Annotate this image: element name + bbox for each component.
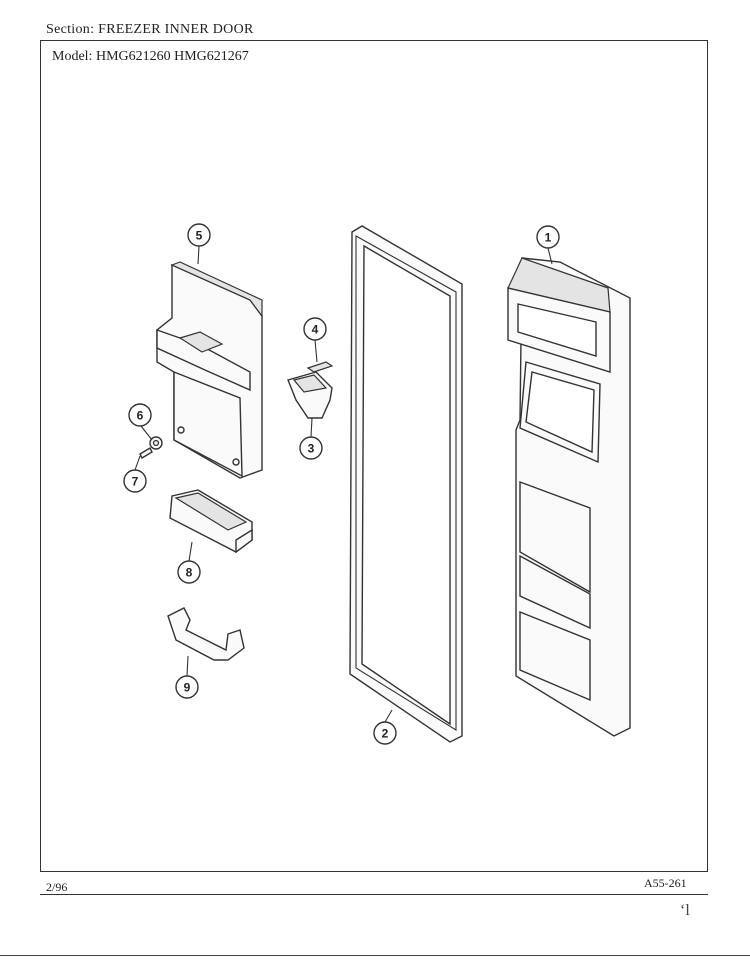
part-4-pad: [306, 361, 334, 373]
leader-6: [140, 425, 153, 441]
section-value: FREEZER INNER DOOR: [98, 22, 254, 37]
model-header: Model: HMG621260 HMG621267: [52, 49, 249, 65]
leader-1: [547, 247, 553, 265]
callout-6-label: 6: [137, 409, 144, 423]
leader-3: [310, 417, 313, 438]
leader-9: [186, 655, 189, 677]
callout-7-label: 7: [132, 475, 139, 489]
part-3-chute: [287, 371, 333, 419]
section-label: Section:: [46, 22, 95, 37]
footer-rule: [40, 894, 708, 895]
callout-9: 9: [175, 675, 199, 699]
part-1-liner: [507, 257, 631, 737]
part-7-screw: [139, 447, 153, 459]
part-2-gasket: [349, 225, 463, 743]
part-5-housing: [156, 261, 263, 479]
leader-4: [314, 339, 318, 363]
part-9-handle: [167, 607, 245, 661]
leader-7: [134, 455, 141, 471]
diagram-frame: [40, 40, 708, 872]
callout-4: 4: [303, 317, 327, 341]
leader-2: [384, 709, 393, 723]
section-header: Section: FREEZER INNER DOOR: [46, 22, 254, 38]
callout-9-label: 9: [184, 681, 191, 695]
callout-8: 8: [177, 560, 201, 584]
footer-date: 2/96: [46, 880, 68, 894]
model-value: HMG621260 HMG621267: [95, 49, 249, 64]
callout-2: 2: [373, 721, 397, 745]
callout-3: 3: [299, 436, 323, 460]
callout-5: 5: [187, 223, 211, 247]
callout-3-label: 3: [308, 442, 315, 456]
bottom-rule: [0, 955, 750, 956]
callout-2-label: 2: [382, 727, 389, 741]
footer-code: A55-261: [644, 876, 687, 890]
part-6-nut: [149, 436, 163, 450]
callout-1: 1: [536, 225, 560, 249]
leader-8: [188, 541, 193, 562]
leader-5: [197, 245, 200, 265]
callout-7: 7: [123, 469, 147, 493]
callout-4-label: 4: [312, 323, 319, 337]
callout-6: 6: [128, 403, 152, 427]
callout-1-label: 1: [545, 231, 552, 245]
callout-5-label: 5: [196, 229, 203, 243]
handwritten-mark: ‘l: [680, 902, 690, 919]
callout-8-label: 8: [186, 566, 193, 580]
model-label: Model:: [52, 49, 93, 64]
part-8-bin: [169, 489, 253, 554]
